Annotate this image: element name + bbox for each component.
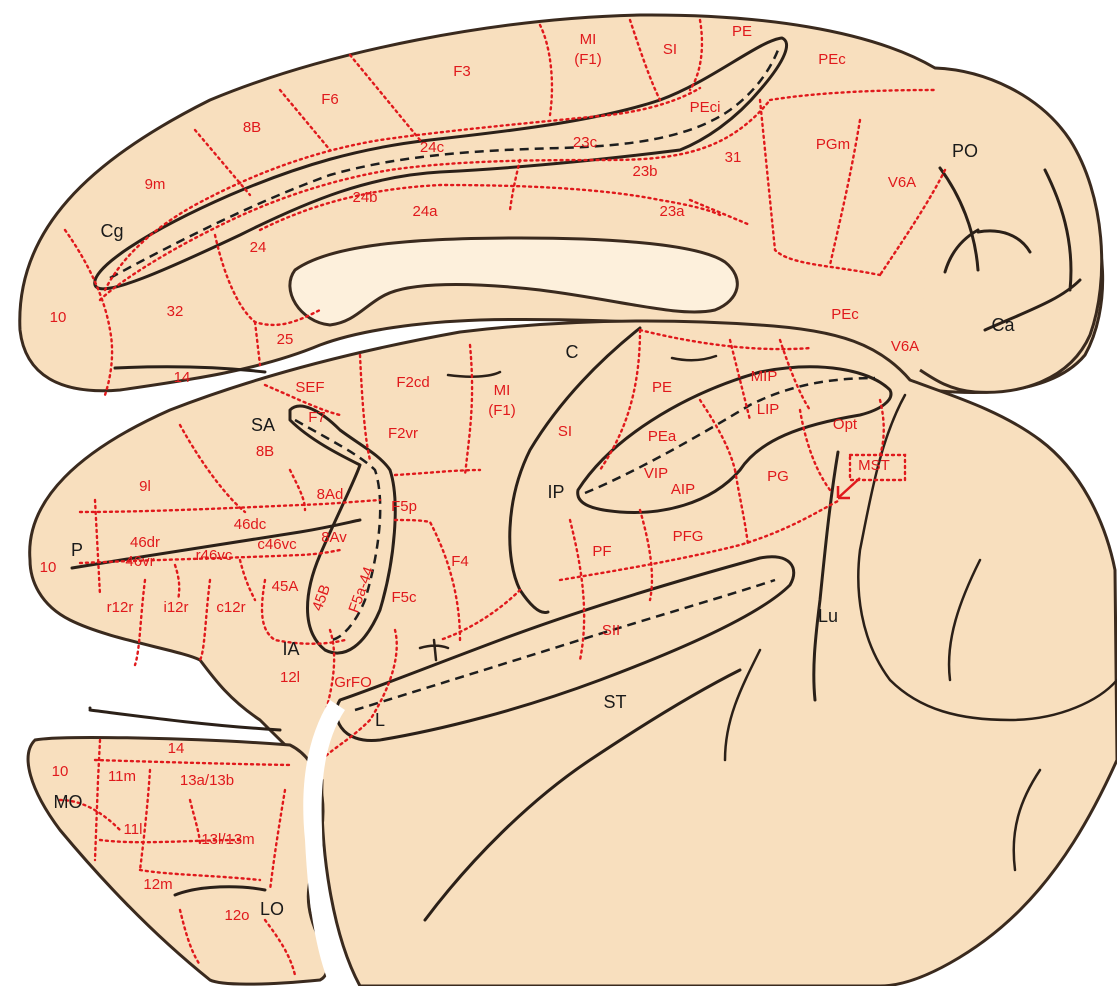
area-label-grfo: GrFO <box>334 674 372 691</box>
occipital-pole-medial <box>920 68 1102 392</box>
area-label-pe-top: PE <box>732 23 752 40</box>
sulcus-label-sa: SA <box>251 415 275 435</box>
sulcus-label-lu: Lu <box>818 606 838 626</box>
area-label-11l: 11l <box>124 821 143 838</box>
area-label-pfg: PFG <box>673 528 704 545</box>
area-label-f2vr: F2vr <box>388 425 418 442</box>
area-label-f6: F6 <box>321 91 339 108</box>
area-label-c12r: c12r <box>216 599 245 616</box>
area-label-sii: SII <box>602 622 620 639</box>
area-label-peci: PEci <box>690 99 721 116</box>
area-label-aip: AIP <box>671 481 695 498</box>
sulcus-label-c: C <box>566 342 579 362</box>
area-label-12o: 12o <box>224 907 249 924</box>
area-label-r46vc: r46vc <box>196 547 233 564</box>
area-label-14-orb: 14 <box>168 740 185 757</box>
area-label-23c: 23c <box>573 134 598 151</box>
area-label-f5c: F5c <box>391 589 417 606</box>
area-label-si-top: SI <box>663 41 677 58</box>
area-label-opt: Opt <box>833 416 858 433</box>
area-label-24b: 24b <box>352 189 377 206</box>
area-label-25: 25 <box>277 331 294 348</box>
sulcus-label-ip: IP <box>547 482 564 502</box>
area-label-v6a-top: V6A <box>888 174 916 191</box>
area-label-mst: MST <box>858 457 890 474</box>
area-label-10-orb: 10 <box>52 763 69 780</box>
area-label-f4: F4 <box>451 553 469 570</box>
sulcus-label-po: PO <box>952 141 978 161</box>
area-label-pec-lat: PEc <box>831 306 859 323</box>
area-label-8b-lat: 8B <box>256 443 274 460</box>
area-label-c46vc: c46vc <box>257 536 297 553</box>
area-label-f3: F3 <box>453 63 471 80</box>
area-label-f7: F7 <box>308 409 326 426</box>
sulcus-label-lo: LO <box>260 899 284 919</box>
area-label-f5p: F5p <box>391 498 417 515</box>
area-label-mi2-line1: MI <box>494 382 511 399</box>
area-label-11m: 11m <box>108 768 136 785</box>
area-label-24a: 24a <box>412 203 438 220</box>
area-label-f2cd: F2cd <box>396 374 429 391</box>
sulcus-label-l: L <box>375 710 385 730</box>
sulcus-label-cg: Cg <box>100 221 123 241</box>
area-label-mi1-line1: MI <box>580 31 597 48</box>
area-label-8ad: 8Ad <box>317 486 344 503</box>
area-label-46dc: 46dc <box>234 516 267 533</box>
area-label-vip: VIP <box>644 465 668 482</box>
area-label-9m: 9m <box>145 176 166 193</box>
area-label-mip: MIP <box>751 368 778 385</box>
area-label-lip: LIP <box>757 401 780 418</box>
area-label-31: 31 <box>725 149 742 166</box>
area-label-8b-top: 8B <box>243 119 261 136</box>
area-label-24c: 24c <box>420 139 445 156</box>
area-label-mi1-line2: (F1) <box>574 51 602 68</box>
area-label-pe-lat: PE <box>652 379 672 396</box>
area-label-12m: 12m <box>143 876 172 893</box>
area-label-45a: 45A <box>272 578 299 595</box>
area-label-mi2-line2: (F1) <box>488 402 516 419</box>
area-label-9l: 9l <box>139 478 151 495</box>
area-label-i12r: i12r <box>163 599 188 616</box>
sulcus-label-p: P <box>71 540 83 560</box>
sulcus-label-mo: MO <box>54 792 83 812</box>
sulcus-label-st: ST <box>603 692 626 712</box>
area-label-pec-top: PEc <box>818 51 846 68</box>
area-label-46vr: 46vr <box>125 553 154 570</box>
area-label-pea: PEa <box>648 428 677 445</box>
area-label-8av: 8Av <box>321 529 347 546</box>
area-label-pf: PF <box>592 543 611 560</box>
area-label-13a13b: 13a/13b <box>180 772 234 789</box>
area-label-10-med: 10 <box>50 309 67 326</box>
area-label-10-lat: 10 <box>40 559 57 576</box>
area-label-pg: PG <box>767 468 789 485</box>
area-label-46dr: 46dr <box>130 534 160 551</box>
sulcus-label-ca: Ca <box>991 315 1015 335</box>
area-label-pgm: PGm <box>816 136 850 153</box>
sulcus-label-ia: IA <box>282 639 299 659</box>
area-label-v6a-lat: V6A <box>891 338 919 355</box>
area-label-12l: 12l <box>280 669 300 686</box>
area-label-32: 32 <box>167 303 184 320</box>
area-label-14-med: 14 <box>174 369 191 386</box>
area-label-24: 24 <box>250 239 267 256</box>
area-label-23a: 23a <box>659 203 685 220</box>
area-label-si-lat: SI <box>558 423 572 440</box>
area-label-r12r: r12r <box>107 599 134 616</box>
area-label-sef: SEF <box>295 379 324 396</box>
area-label-23b: 23b <box>632 163 657 180</box>
area-label-13l13m: 13l/13m <box>201 831 254 848</box>
